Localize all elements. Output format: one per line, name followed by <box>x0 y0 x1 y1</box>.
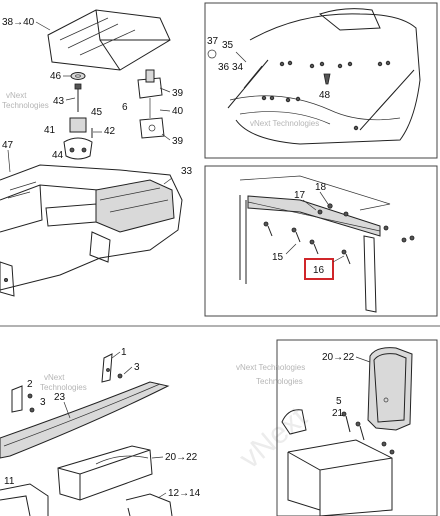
callout-18: 18 <box>315 182 327 193</box>
callout-11: 11 <box>4 476 15 487</box>
callout-34: 34 <box>232 62 244 73</box>
seat-base-box[interactable] <box>287 439 393 516</box>
lid-assembly-view <box>207 8 421 145</box>
callout-35: 35 <box>222 40 234 51</box>
hull-body[interactable] <box>0 164 183 291</box>
seat-base[interactable] <box>95 179 175 233</box>
latch-plate[interactable] <box>63 137 93 160</box>
callout-48: 48 <box>319 90 331 101</box>
callout-33: 33 <box>181 166 193 177</box>
rail-fasteners <box>263 203 415 265</box>
bushing[interactable] <box>69 117 87 133</box>
watermark-text-3b: Technologies <box>40 383 87 392</box>
callout-41: 41 <box>44 125 56 136</box>
callout-42: 42 <box>104 126 116 137</box>
callout-38-40: 38→40 <box>2 17 35 28</box>
front-cushion-left[interactable] <box>0 483 49 516</box>
fastener-row-upper <box>279 60 391 69</box>
lid-outline[interactable] <box>235 13 421 145</box>
callout-16: 16 <box>313 265 325 276</box>
rail-assembly-view <box>239 175 415 313</box>
callout-39-lower: 39 <box>172 136 184 147</box>
callout-1: 1 <box>121 347 127 358</box>
callout-5: 5 <box>336 396 342 407</box>
callout-37: 37 <box>207 36 219 47</box>
callout-40: 40 <box>172 106 184 117</box>
callout-15: 15 <box>272 252 284 263</box>
backrest-view <box>281 347 413 516</box>
watermark-text-4a: vNext Technologies <box>236 363 305 372</box>
callout-20-22-left: 20→22 <box>165 452 198 463</box>
fastener-row-lower <box>261 95 359 131</box>
hinge-bracket-lower[interactable] <box>139 117 165 139</box>
hinge-pin[interactable] <box>145 69 155 83</box>
callout-2: 2 <box>27 379 33 390</box>
long-rail[interactable] <box>0 381 170 459</box>
callout-47: 47 <box>2 140 14 151</box>
callout-12-14: 12→14 <box>168 488 201 499</box>
support-post[interactable] <box>363 235 377 313</box>
watermark-large: vNext <box>233 400 313 475</box>
watermark-text-2: vNext Technologies <box>250 119 319 128</box>
seat-assembly-view <box>0 9 183 297</box>
callout-45: 45 <box>91 107 103 118</box>
headrest[interactable] <box>281 409 307 435</box>
washer[interactable] <box>70 72 86 80</box>
highlighted-part-box[interactable] <box>304 258 334 280</box>
watermark-text-1a: vNext <box>6 91 27 100</box>
bottom-seat-view <box>0 353 173 516</box>
callout-36: 36 <box>218 62 230 73</box>
callout-3-upper: 3 <box>134 362 140 373</box>
watermark-text-4b: Technologies <box>256 377 303 386</box>
callout-6: 6 <box>122 102 128 113</box>
rear-cushion[interactable] <box>57 445 153 501</box>
grommet[interactable] <box>207 49 217 59</box>
retaining-clip[interactable] <box>323 73 331 85</box>
bolt[interactable] <box>74 83 82 90</box>
callout-3-lower: 3 <box>40 397 46 408</box>
callout-39-upper: 39 <box>172 88 184 99</box>
side-bracket[interactable] <box>0 261 15 297</box>
mounting-rail[interactable] <box>247 195 381 237</box>
callout-23: 23 <box>54 392 66 403</box>
callout-46: 46 <box>50 71 62 82</box>
panel-rail-detail <box>204 165 438 317</box>
callout-20-22-right: 20→22 <box>322 352 355 363</box>
panel-backrest-detail <box>276 339 438 516</box>
panel-lid-detail <box>204 2 438 159</box>
backrest-pad[interactable] <box>367 347 413 431</box>
callout-44: 44 <box>52 150 64 161</box>
seat-cushion[interactable] <box>47 9 171 71</box>
callout-17: 17 <box>294 190 306 201</box>
callout-21: 21 <box>332 408 344 419</box>
watermark-text-3a: vNext <box>44 373 65 382</box>
callout-43: 43 <box>53 96 65 107</box>
watermark-text-1b: Technologies <box>2 101 49 110</box>
upright-bracket[interactable] <box>101 353 113 383</box>
front-cushion-right[interactable] <box>125 493 173 516</box>
gas-strut-left[interactable] <box>227 59 269 109</box>
